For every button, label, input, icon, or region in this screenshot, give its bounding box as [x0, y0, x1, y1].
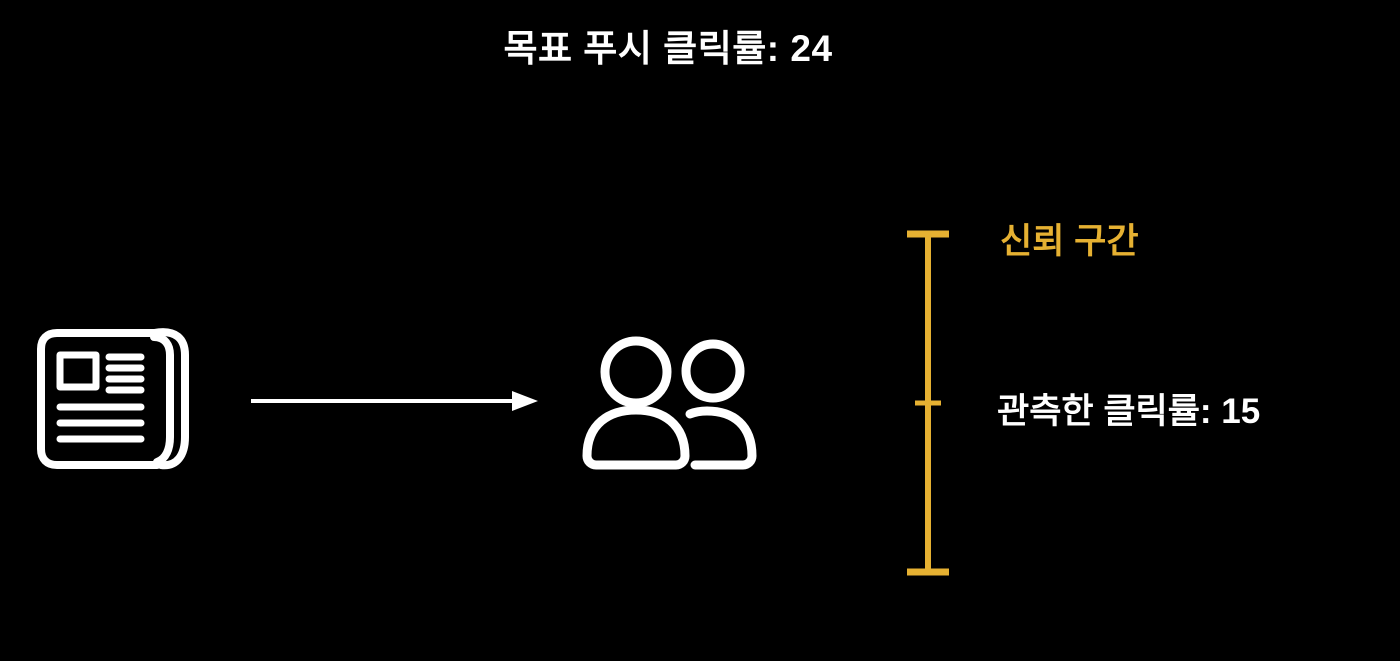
- confidence-interval-label: 신뢰 구간: [1000, 222, 1139, 261]
- newspaper-icon: [33, 323, 198, 475]
- confidence-interval-bar: [898, 222, 958, 584]
- people-icon: [573, 333, 767, 473]
- observed-ctr-label: 관측한 클릭률: 15: [997, 392, 1261, 431]
- page-title: 목표 푸시 클릭률: 24: [503, 28, 833, 69]
- arrow-right-icon: [248, 388, 540, 414]
